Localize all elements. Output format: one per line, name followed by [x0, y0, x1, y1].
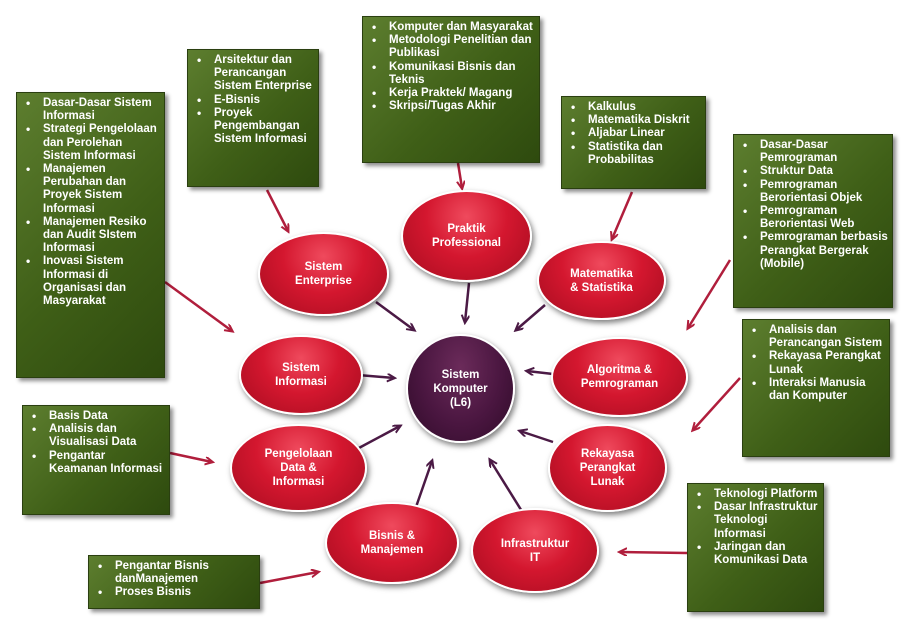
- course-item: Kalkulus: [564, 101, 701, 114]
- box-rekayasa-perangkat-lunak: Analisis dan Perancangan Sistem Rekayasa…: [742, 319, 890, 457]
- node-label: Pengelolaan Data & Informasi: [264, 448, 333, 488]
- arrow-box-praktik: [458, 162, 462, 188]
- arrow-box-rekayasa: [693, 377, 741, 430]
- node-pengelolaan-data: Pengelolaan Data & Informasi: [230, 424, 367, 512]
- arrow-box-matematika: [612, 191, 634, 239]
- course-item: Manajemen Perubahan dan Proyek Sistem In…: [19, 163, 160, 216]
- node-bisnis-manajemen: Bisnis & Manajemen: [325, 502, 459, 584]
- course-item: Skripsi/Tugas Akhir: [365, 100, 535, 113]
- course-item: Pemrograman berbasis Perangkat Bergerak …: [736, 231, 888, 271]
- node-sistem-informasi: Sistem Informasi: [239, 335, 363, 415]
- course-item: Statistika dan Probabilitas: [564, 141, 701, 167]
- course-item: Rekayasa Perangkat Lunak: [745, 350, 885, 376]
- course-item: Metodologi Penelitian dan Publikasi: [365, 34, 535, 60]
- box-sistem-enterprise: Arsitektur dan Perancangan Sistem Enterp…: [187, 49, 319, 187]
- arrow-enterprise-center: [375, 300, 414, 330]
- arrow-praktik-center: [465, 282, 471, 322]
- course-item: E-Bisnis: [190, 94, 314, 107]
- course-item: Pengantar Keamanan Informasi: [25, 450, 165, 476]
- course-item: Pemrograman Berorientasi Web: [736, 205, 888, 231]
- course-item: Teknologi Platform: [690, 488, 819, 501]
- center-sistem-komputer: Sistem Komputer (L6): [406, 334, 515, 443]
- box-pengelolaan-data: Basis Data Analisis dan Visualisasi Data…: [22, 405, 170, 515]
- node-label: Praktik Professional: [431, 223, 502, 249]
- course-item: Interaksi Manusia dan Komputer: [745, 377, 885, 403]
- arrow-box-bisnis: [259, 572, 318, 585]
- course-item: Komunikasi Bisnis dan Teknis: [365, 61, 535, 87]
- course-item: Dasar Infrastruktur Teknologi Informasi: [690, 501, 819, 541]
- course-item: Manajemen Resiko dan Audit SIstem Inform…: [19, 216, 160, 256]
- arrow-bisnis-center: [414, 461, 432, 508]
- course-item: Proses Bisnis: [91, 586, 255, 599]
- arrow-infrastruktur-center: [490, 460, 525, 514]
- course-item: Analisis dan Perancangan Sistem: [745, 324, 885, 350]
- course-item: Kerja Praktek/ Magang: [365, 87, 535, 100]
- course-item: Inovasi Sistem Informasi di Organisasi d…: [19, 255, 160, 308]
- arrow-matematika-center: [516, 304, 546, 330]
- course-item: Strategi Pengelolaan dan Perolehan Siste…: [19, 123, 160, 163]
- arrow-data-center: [356, 426, 400, 451]
- course-item: Proyek Pengembangan Sistem Informasi: [190, 107, 314, 147]
- box-praktik-professional: Komputer dan Masyarakat Metodologi Penel…: [362, 16, 540, 163]
- box-algoritma-pemrograman: Dasar-Dasar Pemrograman Struktur Data Pe…: [733, 134, 893, 308]
- arrow-box-data: [169, 451, 212, 462]
- arrow-box-infrastruktur: [620, 552, 688, 553]
- arrow-box-enterprise: [265, 189, 288, 231]
- box-bisnis-manajemen: Pengantar Bisnis danManajemen Proses Bis…: [88, 555, 260, 609]
- node-rekayasa-perangkat-lunak: Rekayasa Perangkat Lunak: [548, 424, 667, 512]
- course-item: Pemrograman Berorientasi Objek: [736, 179, 888, 205]
- course-item: Basis Data: [25, 410, 165, 423]
- node-matematika-statistika: Matematika & Statistika: [537, 241, 666, 320]
- node-label: Sistem Informasi: [275, 362, 327, 388]
- course-item: Aljabar Linear: [564, 127, 701, 140]
- arrow-rekayasa-center: [520, 431, 554, 444]
- node-label: Matematika & Statistika: [570, 267, 633, 294]
- node-label: Infrastruktur IT: [500, 537, 570, 564]
- course-item: Jaringan dan Komunikasi Data: [690, 541, 819, 567]
- node-label: Rekayasa Perangkat Lunak: [579, 448, 636, 488]
- course-item: Matematika Diskrit: [564, 114, 701, 127]
- box-matematika-statistika: Kalkulus Matematika Diskrit Aljabar Line…: [561, 96, 706, 189]
- course-item: Komputer dan Masyarakat: [365, 21, 535, 34]
- course-item: Dasar-Dasar Sistem Informasi: [19, 97, 160, 123]
- center-label: Sistem Komputer (L6): [433, 368, 488, 409]
- node-praktik-professional: Praktik Professional: [401, 190, 532, 282]
- arrow-box-informasi: [164, 280, 232, 331]
- node-sistem-enterprise: Sistem Enterprise: [258, 232, 389, 316]
- course-item: Dasar-Dasar Pemrograman: [736, 139, 888, 165]
- course-item: Analisis dan Visualisasi Data: [25, 423, 165, 449]
- course-item: Struktur Data: [736, 165, 888, 178]
- node-label: Algoritma & Pemrograman: [580, 364, 659, 390]
- node-label: Bisnis & Manajemen: [360, 530, 424, 556]
- node-infrastruktur-it: Infrastruktur IT: [471, 508, 599, 593]
- course-item: Pengantar Bisnis danManajemen: [91, 560, 255, 586]
- box-infrastruktur-it: Teknologi Platform Dasar Infrastruktur T…: [687, 483, 824, 612]
- box-sistem-informasi: Dasar-Dasar Sistem Informasi Strategi Pe…: [16, 92, 165, 378]
- node-algoritma-pemrograman: Algoritma & Pemrograman: [551, 337, 688, 417]
- arrow-informasi-center: [357, 375, 394, 378]
- node-label: Sistem Enterprise: [295, 261, 352, 287]
- arrow-algoritma-center: [527, 371, 554, 374]
- course-item: Arsitektur dan Perancangan Sistem Enterp…: [190, 54, 314, 94]
- arrow-box-algoritma: [688, 259, 732, 328]
